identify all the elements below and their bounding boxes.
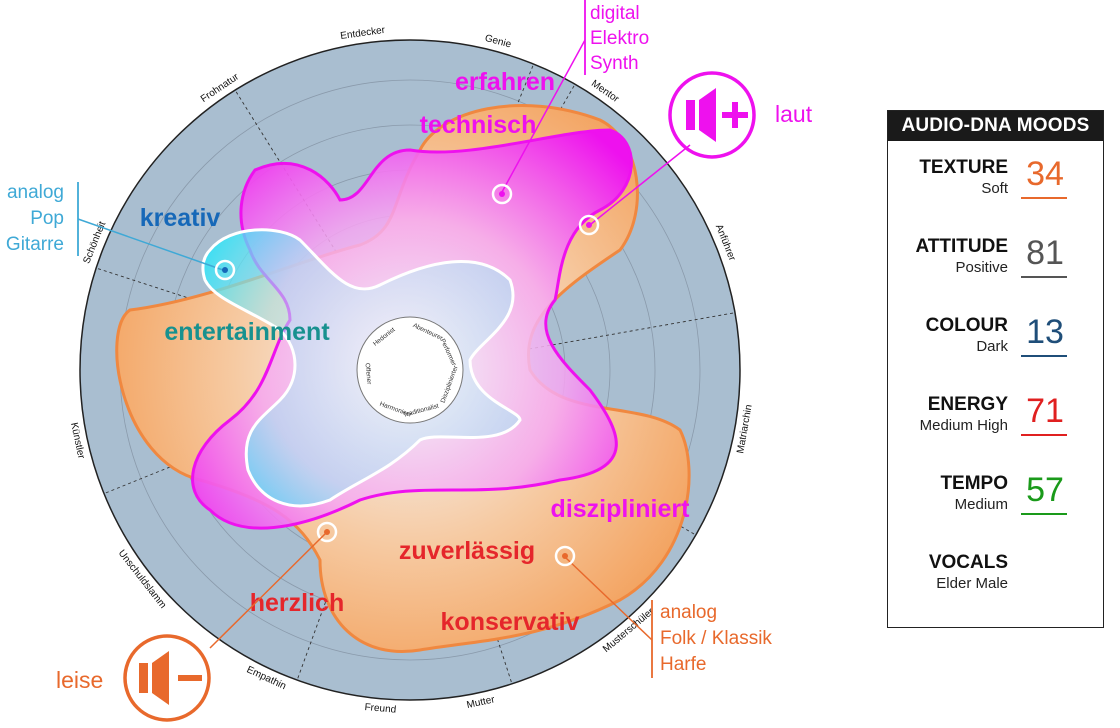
mood-score: 81: [1026, 234, 1064, 272]
svg-text:Synth: Synth: [590, 53, 639, 74]
mood-value: Positive: [955, 259, 1008, 276]
mood-score: 71: [1026, 392, 1064, 430]
callout-digital: digital Elektro Synth: [491, 0, 649, 205]
callout-analog-folk: analog Folk / Klassik Harfe: [554, 545, 772, 678]
sector-line: [464, 312, 736, 361]
outer-label: Mutter: [466, 694, 497, 711]
svg-text:Elektro: Elektro: [590, 28, 649, 49]
sector-line: [103, 390, 360, 495]
mood-score-underline: [1021, 276, 1067, 278]
mood-row: COLOUR Dark 13: [888, 313, 1105, 375]
svg-text:analog: analog: [7, 182, 64, 203]
panel-title: AUDIO-DNA MOODS: [888, 111, 1103, 141]
sector-line: [96, 267, 358, 354]
mood-value: Medium High: [919, 417, 1008, 434]
mood-row: ENERGY Medium High 71: [888, 392, 1105, 454]
callout-analog-pop: analog Pop Gitarre: [6, 182, 236, 281]
mood-value: Soft: [981, 180, 1008, 197]
inner-label: Offener: [364, 363, 373, 386]
mood-row: TEXTURE Soft 34: [888, 155, 1105, 217]
mood-value: Elder Male: [936, 575, 1008, 592]
mood-score: 13: [1026, 313, 1064, 351]
mood-value: Medium: [954, 496, 1008, 513]
mood-score-underline: [1021, 355, 1067, 357]
center-hub: [356, 316, 464, 424]
mood-score-underline: [1021, 513, 1067, 515]
svg-text:Harfe: Harfe: [660, 654, 706, 675]
svg-text:Gitarre: Gitarre: [6, 234, 64, 255]
quiet-speaker-icon: [123, 634, 211, 722]
outer-label: Künstler: [68, 422, 87, 461]
loud-speaker-icon: [578, 71, 756, 236]
mood-score: 57: [1026, 471, 1064, 509]
sector-line: [234, 89, 382, 324]
mood-value: Dark: [976, 338, 1008, 355]
mood-word-erfahren: erfahren: [455, 68, 555, 96]
outer-label: Genie: [484, 33, 513, 51]
mood-name: TEXTURE: [919, 157, 1008, 178]
callout-herzlich-marker: [209, 521, 338, 649]
svg-text:analog: analog: [660, 602, 717, 623]
sector-line: [296, 421, 392, 681]
outer-label: Entdecker: [340, 25, 387, 42]
mood-name: TEMPO: [940, 473, 1008, 494]
mood-word-diszipliniert: diszipliniert: [551, 495, 691, 523]
mood-name: COLOUR: [925, 315, 1008, 336]
mood-word-technisch: technisch: [420, 111, 537, 139]
mood-row: ATTITUDE Positive 81: [888, 234, 1105, 296]
mood-word-entertainment: entertainment: [164, 318, 330, 346]
mood-score-underline: [1021, 197, 1067, 199]
mood-score: 34: [1026, 155, 1064, 193]
mood-name: ATTITUDE: [915, 236, 1008, 257]
outer-label: Matriarchin: [735, 404, 754, 455]
svg-text:digital: digital: [590, 3, 640, 24]
svg-text:Pop: Pop: [30, 208, 64, 229]
mood-score-underline: [1021, 434, 1067, 436]
mood-word-konservativ: konservativ: [441, 608, 580, 636]
loud-label: laut: [775, 101, 813, 127]
mood-row: VOCALS Elder Male: [888, 552, 1105, 612]
mood-name: VOCALS: [928, 552, 1008, 573]
mood-word-zuverlaessig: zuverlässig: [399, 537, 535, 565]
mood-name: ENERGY: [927, 394, 1008, 415]
mood-word-herzlich: herzlich: [250, 589, 344, 617]
mood-row: TEMPO Medium 57: [888, 471, 1105, 533]
svg-text:Folk / Klassik: Folk / Klassik: [660, 628, 772, 649]
sector-line: [426, 422, 513, 684]
mood-word-kreativ: kreativ: [140, 204, 221, 232]
outer-label: Freund: [364, 702, 397, 716]
quiet-label: leise: [56, 667, 103, 693]
